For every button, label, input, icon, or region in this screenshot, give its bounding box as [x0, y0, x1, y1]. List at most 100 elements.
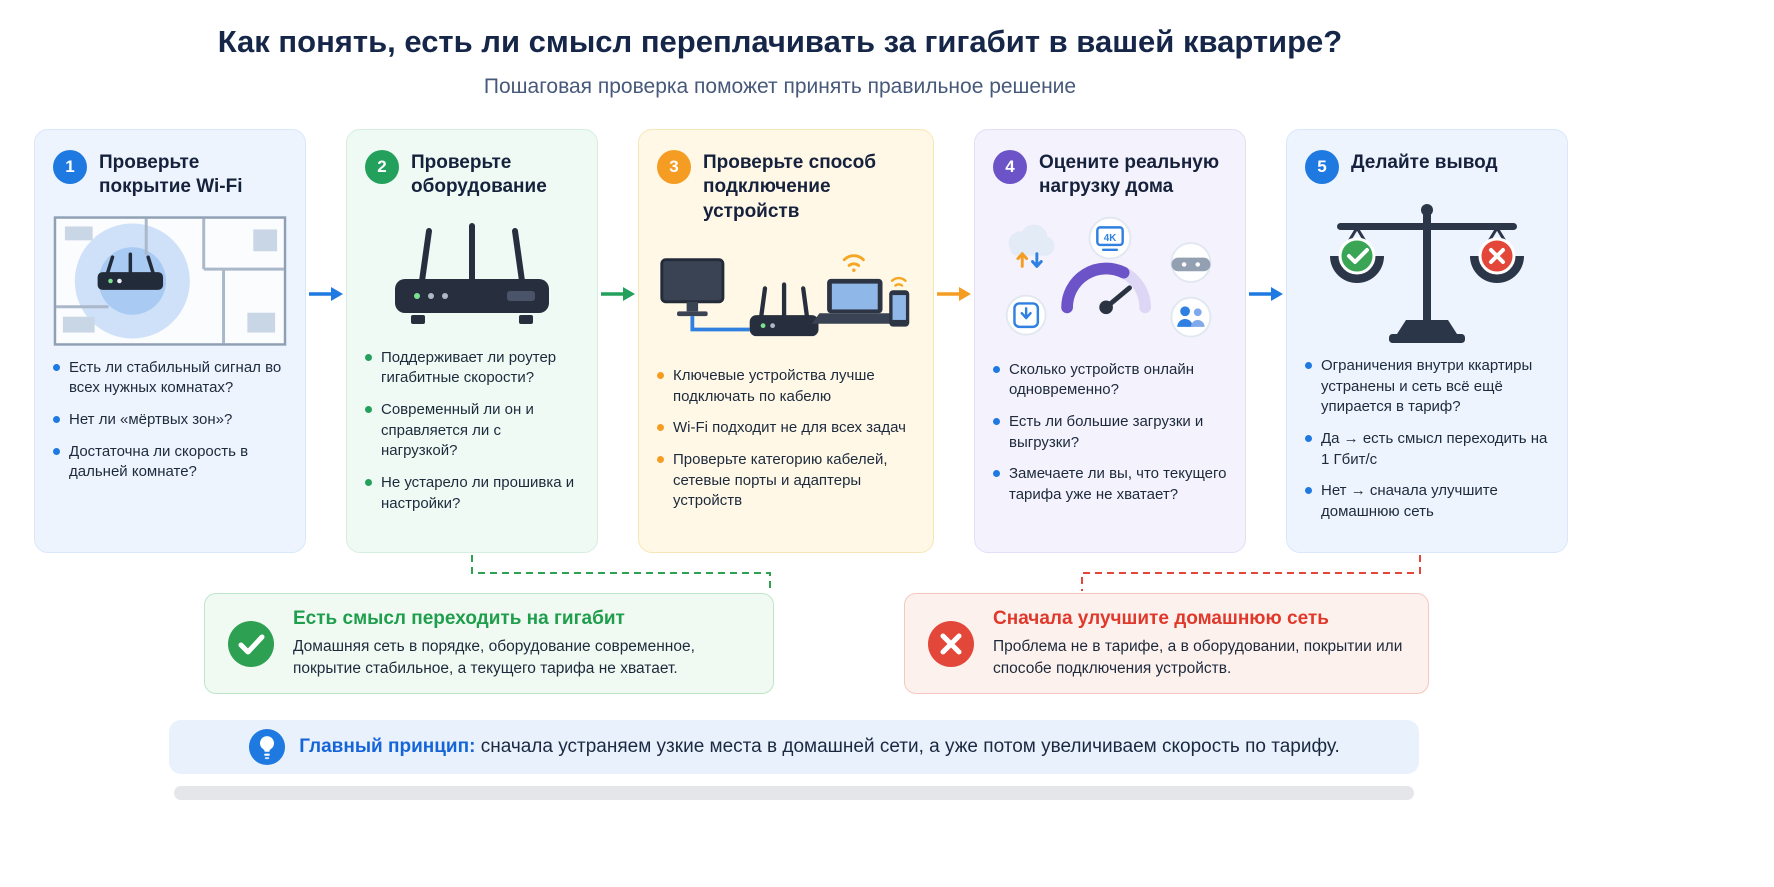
step-illustration: 4K — [993, 212, 1227, 352]
bullet-item: Да → есть смысл переходить на 1 Гбит/с — [1305, 429, 1549, 470]
flow-arrow-2 — [598, 284, 638, 304]
outcome-title: Есть смысл переходить на гигабит — [293, 608, 625, 629]
bullet-text: Достаточна ли скорость в дальней комнате… — [69, 442, 249, 481]
step-title: Проверьте оборудование — [411, 152, 547, 198]
principle-bar: Главный принцип: сначала устраняем узкие… — [169, 720, 1419, 775]
step-illustration — [1305, 196, 1549, 348]
bullet-dot — [993, 470, 1000, 478]
step-number-badge: 1 — [53, 150, 87, 184]
outcomes-row: Есть смысл переходить на гигабит Домашня… — [204, 593, 1734, 695]
bullet-text: Нет ли «мёртвых зон»? — [69, 411, 233, 428]
step-bullets: Поддерживает ли роутер гигабитные скорос… — [365, 348, 579, 515]
bullet-dot — [53, 363, 60, 371]
principle-text-line: Главный принцип: сначала устраняем узкие… — [299, 736, 1340, 758]
step-number-badge: 2 — [365, 150, 399, 184]
step-illustration — [657, 236, 915, 358]
bullet-text: Поддерживает ли роутер гигабитные скорос… — [381, 348, 557, 387]
home-load-icons: 4K — [1005, 216, 1212, 338]
bullet-dot — [657, 456, 664, 463]
svg-text:4K: 4K — [1104, 233, 1116, 244]
step-title: Проверьте способ подключение устройств — [703, 152, 876, 222]
outcome-text: Проблема не в тарифе, а в оборудовании, … — [993, 638, 1403, 677]
bullet-item: Поддерживает ли роутер гигабитные скорос… — [365, 348, 579, 389]
bullet-text: Сколько устройств онлайн одновременно? — [1009, 360, 1195, 399]
step-number-badge: 4 — [993, 150, 1027, 184]
outcome-negative-body: Сначала улучшите домашнюю сеть Проблема … — [993, 608, 1406, 679]
bullet-item: Сколько устройств онлайн одновременно? — [993, 360, 1227, 401]
bullet-text: Есть ли большие загрузки и выгрузки? — [1009, 413, 1204, 451]
bullet-dot — [993, 418, 1000, 425]
step-number-badge: 3 — [657, 150, 691, 184]
bullet-item: Не устарело ли прошивка и настройки? — [365, 473, 579, 514]
flow-arrow-4 — [1246, 284, 1286, 304]
bullet-item: Ограничения внутри ккартиры устранены и … — [1305, 356, 1549, 418]
ethernet-cable — [690, 316, 750, 332]
wifi-signal-icon — [842, 254, 865, 272]
router-icon — [749, 282, 819, 337]
bullet-text: Современный ли он и справляется ли с наг… — [381, 401, 534, 460]
connector-green — [471, 555, 771, 591]
bottom-strip — [174, 786, 1414, 801]
outcome-title: Сначала улучшите домашнюю сеть — [993, 608, 1329, 629]
wifi-signal-icon — [890, 276, 907, 287]
bullet-dot — [365, 406, 372, 413]
step-bullets: Ключевые устройства лучше подключать по … — [657, 366, 915, 512]
principle-label: Главный принцип: — [299, 736, 476, 758]
connector-red — [1081, 555, 1421, 591]
step-title: Проверьте покрытие Wi-Fi — [99, 152, 243, 198]
step-3-header: 3 Проверьте способ подключение устройств — [657, 148, 915, 224]
step-2-header: 2 Проверьте оборудование — [365, 148, 579, 200]
cross-circle-icon — [928, 620, 974, 667]
step-title: Оцените реальную нагрузку дома — [1039, 152, 1220, 198]
bullet-text: Нет → сначала улучшите домашнюю сеть — [1321, 482, 1498, 521]
router-icon — [395, 222, 549, 324]
bullet-item: Нет ли «мёртвых зон»? — [53, 410, 287, 431]
bullet-text: Замечаете ли вы, что текущего тарифа уже… — [1009, 465, 1227, 504]
cloud-traffic-icon — [1008, 224, 1055, 268]
bullet-text: Ограничения внутри ккартиры устранены и … — [1321, 357, 1533, 416]
step-bullets: Сколько устройств онлайн одновременно? Е… — [993, 360, 1227, 506]
outcome-negative-card: Сначала улучшите домашнюю сеть Проблема … — [904, 593, 1429, 695]
bullet-dot — [53, 447, 60, 455]
monitor-icon — [660, 258, 725, 317]
bullet-text: Да → есть смысл переходить на 1 Гбит/с — [1321, 430, 1548, 468]
bullet-item: Есть ли большие загрузки и выгрузки? — [993, 412, 1227, 453]
step-5-header: 5 Делайте вывод — [1305, 148, 1549, 184]
bullet-item: Замечаете ли вы, что текущего тарифа уже… — [993, 464, 1227, 505]
router-icon — [97, 252, 164, 290]
outcome-positive-card: Есть смысл переходить на гигабит Домашня… — [204, 593, 774, 695]
step-bullets: Ограничения внутри ккартиры устранены и … — [1305, 356, 1549, 523]
step-card-3: 3 Проверьте способ подключение устройств — [638, 129, 934, 553]
users-icon — [1170, 296, 1212, 338]
bullet-item: Wi-Fi подходит не для всех задач — [657, 418, 915, 439]
step-card-4: 4 Оцените реальную нагрузку дома — [974, 129, 1246, 553]
bullet-dot — [365, 479, 372, 487]
steps-row: 1 Проверьте покрытие Wi-Fi — [34, 129, 1568, 553]
flow-arrow-3 — [934, 284, 974, 304]
step-number-badge: 5 — [1305, 150, 1339, 184]
step-bullets: Есть ли стабильный сигнал во всех нужных… — [53, 358, 287, 483]
check-circle-icon — [1338, 237, 1376, 275]
check-circle-icon — [228, 620, 274, 667]
bullet-item: Современный ли он и справляется ли с наг… — [365, 400, 579, 462]
step-illustration — [365, 212, 579, 340]
bullet-dot — [657, 424, 664, 432]
flow-arrow-1 — [306, 284, 346, 304]
infographic-title: Как понять, есть ли смысл переплачивать … — [217, 24, 1343, 59]
wired-wireless-devices-icon — [660, 254, 910, 337]
step-illustration — [53, 212, 287, 350]
step-4-header: 4 Оцените реальную нагрузку дома — [993, 148, 1227, 200]
bullet-text: Есть ли стабильный сигнал во всех нужных… — [69, 358, 282, 397]
step-card-2: 2 Проверьте оборудование Под — [346, 129, 598, 553]
download-icon — [1005, 294, 1047, 336]
bullet-item: Ключевые устройства лучше подключать по … — [657, 366, 915, 407]
bullet-dot — [365, 353, 372, 361]
bullet-dot — [1305, 362, 1312, 369]
infographic-subtitle: Пошаговая проверка поможет принять прави… — [483, 75, 1077, 98]
cross-circle-icon — [1478, 237, 1516, 275]
speed-gauge-icon — [1061, 262, 1151, 314]
bullet-dot — [1305, 487, 1312, 495]
principle-text: сначала устраняем узкие места в домашней… — [480, 736, 1340, 758]
step-title: Делайте вывод — [1351, 152, 1498, 173]
